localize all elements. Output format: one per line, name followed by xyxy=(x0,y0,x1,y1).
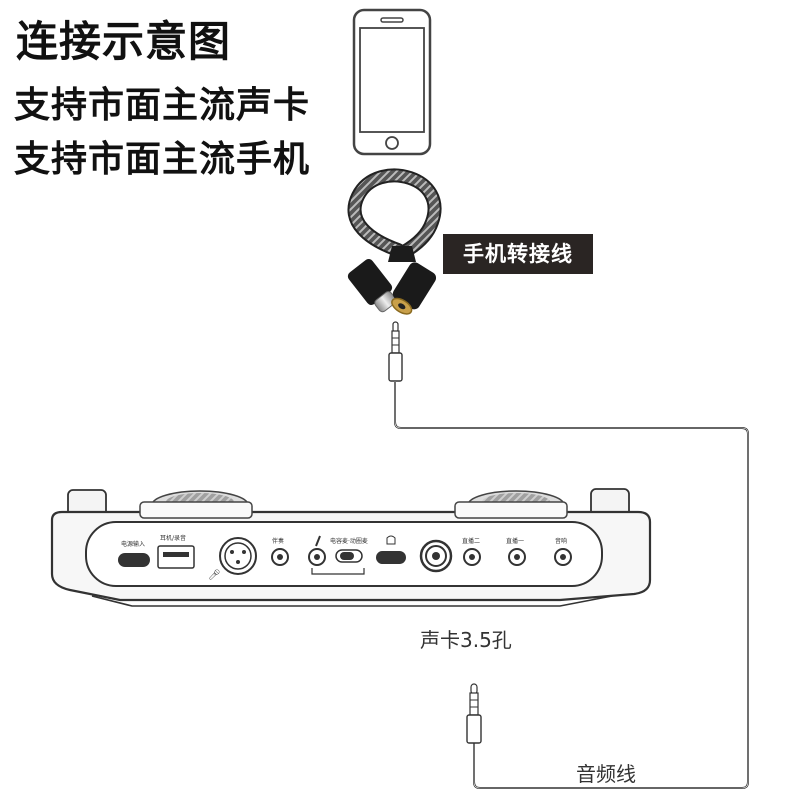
port-label-power: 电源输入 xyxy=(121,540,145,548)
adapter-label-badge: 手机转接线 xyxy=(443,234,593,274)
port-label-accompaniment: 伴奏 xyxy=(272,537,284,545)
diagram-title: 连接示意图 xyxy=(16,17,232,66)
port-label-usb: 耳机/录音 xyxy=(160,534,186,542)
smartphone-icon xyxy=(352,8,432,156)
subtitle-sound-card-support: 支持市面主流声卡 xyxy=(14,85,311,126)
sound-card-icon: 电源输入 耳机/录音 🎤︎ 伴奏 电容麦·动圈麦 直播二 xyxy=(50,488,652,607)
audio-plug-bottom-icon xyxy=(466,683,482,744)
audio-plug-top-icon xyxy=(388,321,403,382)
phone-adapter-cable-icon xyxy=(347,168,442,315)
port-label-live-2: 直播二 xyxy=(462,537,480,545)
port-label-speaker: 音响 xyxy=(555,537,567,545)
port-label-live-1: 直播一 xyxy=(506,537,524,545)
audio-cable-label: 音频线 xyxy=(576,762,636,786)
svg-text:🎤︎: 🎤︎ xyxy=(208,569,221,581)
subtitle-phone-support: 支持市面主流手机 xyxy=(14,139,311,180)
sound-card-jack-label: 声卡3.5孔 xyxy=(420,628,512,652)
port-label-mic-type: 电容麦·动圈麦 xyxy=(330,537,368,545)
